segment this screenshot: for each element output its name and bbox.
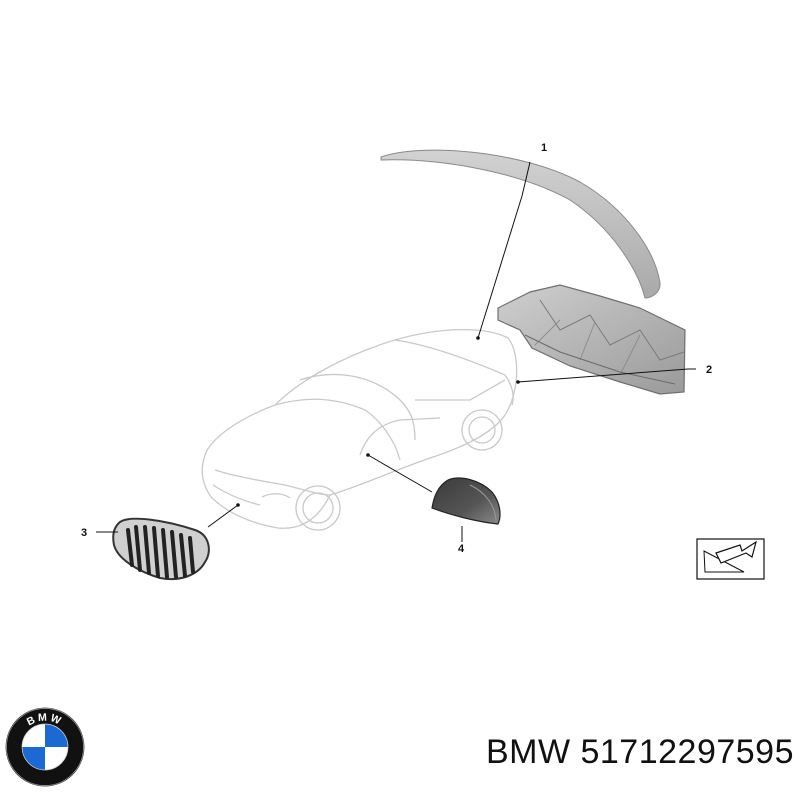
- leader-lines: [96, 161, 696, 542]
- diffuser-part: [497, 284, 686, 395]
- caption-part-number: 51712297595: [580, 733, 794, 771]
- callout-3: 3: [81, 527, 87, 539]
- svg-text:BMW: BMW: [25, 712, 65, 729]
- callout-4: 4: [458, 543, 465, 555]
- car-outline: [201, 328, 518, 531]
- logo-text: BMW: [25, 712, 62, 729]
- direction-arrow-icon: [696, 538, 765, 580]
- mirror-cap-part: [431, 477, 501, 525]
- callout-1: 1: [541, 142, 547, 154]
- kidney-grille-part: [112, 517, 210, 581]
- bmw-logo: BMW: [5, 707, 85, 787]
- spoiler-part: [380, 149, 661, 299]
- leader-dots: [236, 336, 520, 507]
- callout-2: 2: [706, 364, 712, 376]
- caption-brand: BMW: [485, 733, 571, 771]
- part-caption: BMW 51712297595: [384, 733, 794, 772]
